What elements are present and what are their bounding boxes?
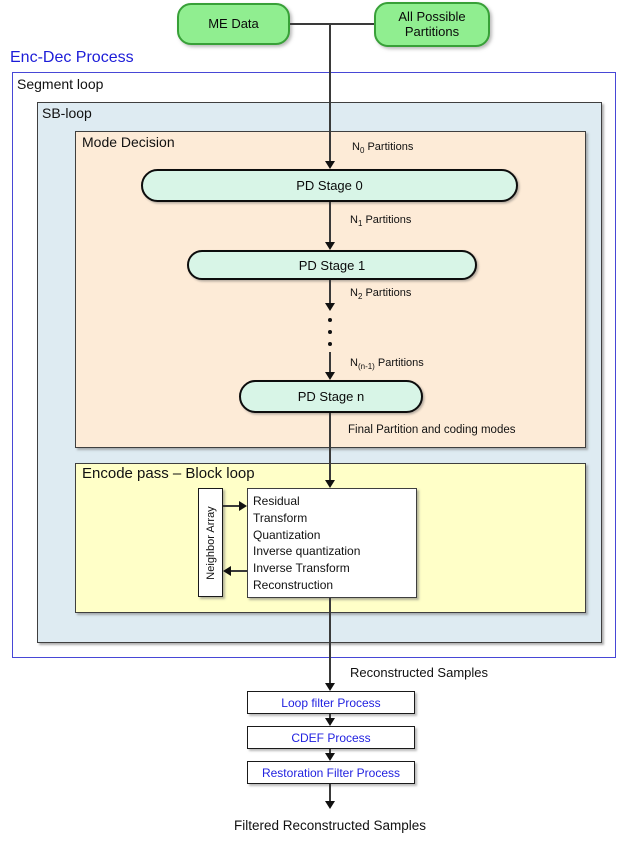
cdef-process-box: CDEF Process xyxy=(247,726,415,749)
neighbor-array-label: Neighbor Array xyxy=(204,505,217,580)
flow-line-pd1-dots xyxy=(329,280,331,304)
n2-partitions-label: N2 Partitions xyxy=(350,287,412,302)
me-data-box: ME Data xyxy=(177,3,290,45)
arrowhead-down-icon xyxy=(325,242,335,250)
connector-all-partitions xyxy=(330,23,374,25)
all-possible-partitions-box: All Possible Partitions xyxy=(374,2,490,47)
me-data-label: ME Data xyxy=(208,15,259,31)
step-quantization: Quantization xyxy=(253,527,321,542)
connector-me-data xyxy=(290,23,330,25)
ellipsis-dot xyxy=(328,330,332,334)
arrowhead-left-icon xyxy=(223,566,231,576)
step-reconstruction: Reconstruction xyxy=(253,577,334,592)
step-inverse-quantization: Inverse quantization xyxy=(253,544,361,559)
restoration-filter-process-box: Restoration Filter Process xyxy=(247,761,415,784)
encode-pass-label: Encode pass – Block loop xyxy=(82,465,255,482)
pd-stage-n: PD Stage n xyxy=(239,380,423,413)
flow-line-restoration-output xyxy=(329,784,331,802)
connector-steps-to-na xyxy=(229,570,247,572)
loop-filter-process-box: Loop filter Process xyxy=(247,691,415,714)
flow-line-encode-loopfilter xyxy=(329,598,331,684)
arrowhead-down-icon xyxy=(325,753,335,761)
segment-loop-label: Segment loop xyxy=(17,76,104,92)
flow-line-cdef-restoration xyxy=(329,749,331,754)
ellipsis-dot xyxy=(328,342,332,346)
final-partition-label: Final Partition and coding modes xyxy=(348,424,516,436)
filtered-samples-label: Filtered Reconstructed Samples xyxy=(233,818,427,833)
enc-dec-process-title: Enc-Dec Process xyxy=(10,49,134,66)
pd-stage-0: PD Stage 0 xyxy=(141,169,518,202)
n-minus-1-partitions-label: N(n-1) Partitions xyxy=(350,357,424,372)
coding-steps-box: Residual Transform Quantization Inverse … xyxy=(247,488,417,598)
flow-line-pdn-encode xyxy=(329,413,331,481)
flow-line-top xyxy=(329,23,331,163)
flow-line-dots-pdn xyxy=(329,352,331,372)
pd-stage-1: PD Stage 1 xyxy=(187,250,477,280)
arrowhead-down-icon xyxy=(325,372,335,380)
ellipsis-dot xyxy=(328,318,332,322)
reconstructed-samples-label: Reconstructed Samples xyxy=(350,665,489,680)
neighbor-array-box: Neighbor Array xyxy=(198,488,223,597)
step-transform: Transform xyxy=(253,510,308,525)
n1-partitions-label: N1 Partitions xyxy=(350,214,412,229)
arrowhead-down-icon xyxy=(325,801,335,809)
sb-loop-label: SB-loop xyxy=(42,105,92,121)
arrowhead-down-icon xyxy=(325,480,335,488)
arrowhead-right-icon xyxy=(239,501,247,511)
arrowhead-down-icon xyxy=(325,303,335,311)
step-inverse-transform: Inverse Transform xyxy=(253,561,350,576)
arrowhead-down-icon xyxy=(325,683,335,691)
step-residual: Residual xyxy=(253,494,300,508)
connector-na-to-steps xyxy=(223,505,241,507)
n0-partitions-label: N0 Partitions xyxy=(352,141,414,156)
all-possible-partitions-label: All Possible Partitions xyxy=(398,8,466,39)
flow-line-lf-cdef xyxy=(329,714,331,719)
arrowhead-down-icon xyxy=(325,161,335,169)
arrowhead-down-icon xyxy=(325,718,335,726)
flow-line-pd0-pd1 xyxy=(329,202,331,243)
mode-decision-label: Mode Decision xyxy=(82,134,175,150)
